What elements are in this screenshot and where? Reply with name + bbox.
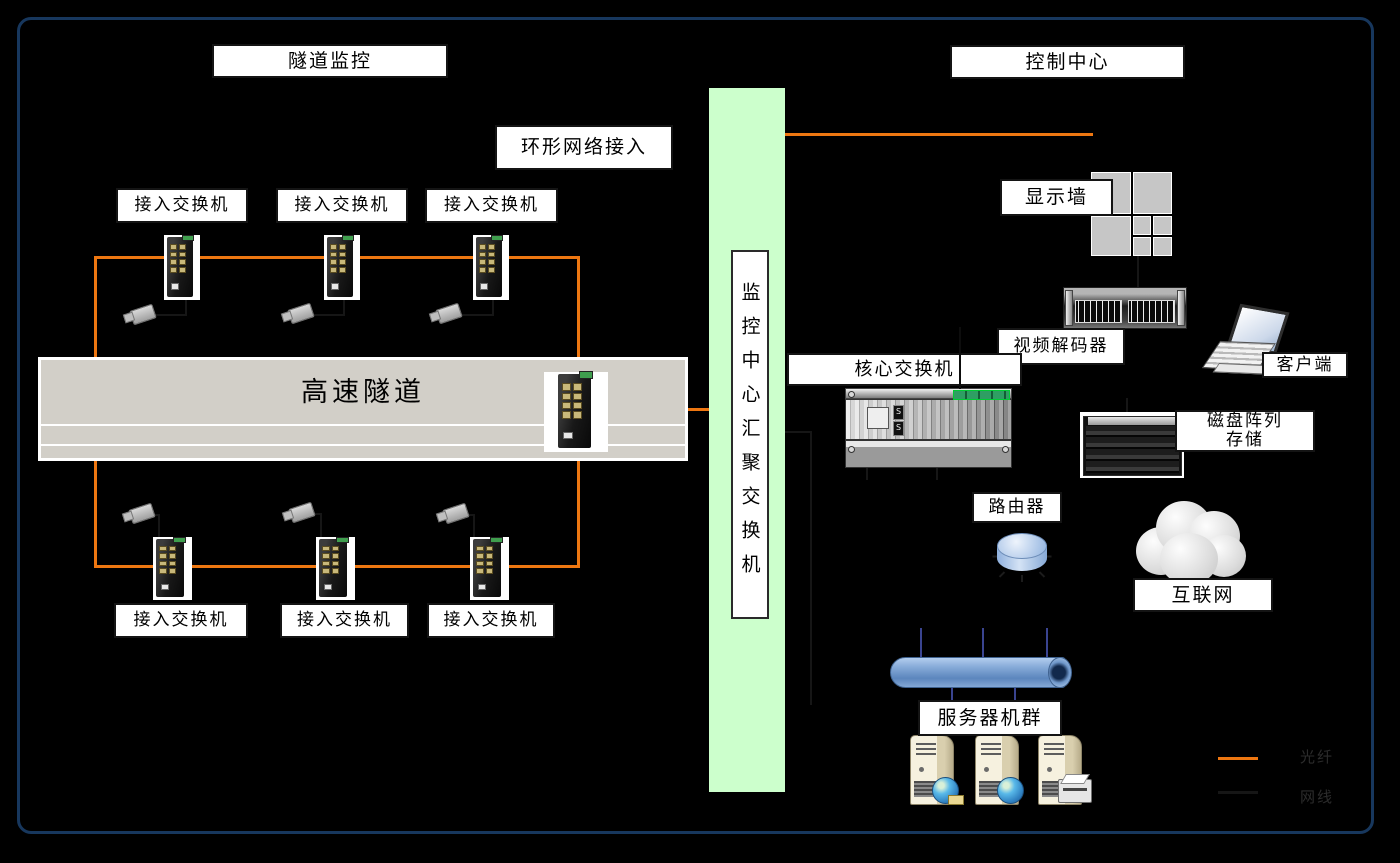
- disk-array-label-text: 磁盘阵列存储: [1207, 411, 1283, 450]
- cable-camera5-v: [320, 513, 322, 538]
- legend-fiber-line-sample: [1218, 757, 1258, 760]
- legend-cable-line-sample: [1218, 791, 1258, 794]
- camera-icon: [281, 501, 316, 524]
- access-switch-device-icon: [153, 536, 192, 600]
- bus-stub-up-2: [982, 628, 984, 658]
- display-wall-label: 显示墙: [1000, 179, 1113, 216]
- video-decoder-device: [1063, 287, 1187, 329]
- access-switch-label-bottom-2: 接入交换机: [280, 603, 409, 638]
- cable-camera4-v: [158, 514, 160, 538]
- tunnel-monitoring-title: 隧道监控: [212, 44, 448, 78]
- aggregation-switch-label: 监控中心汇聚交换机: [731, 250, 769, 619]
- fiber-ring-right-upper: [577, 256, 580, 374]
- client-label: 客户端: [1262, 352, 1348, 378]
- server-tower-icon: [1036, 735, 1092, 807]
- aggregation-switch-bar: 监控中心汇聚交换机: [709, 88, 785, 792]
- bus-stub-up-1: [920, 628, 922, 658]
- globe-icon: [997, 777, 1024, 804]
- access-switch-label-bottom-1: 接入交换机: [114, 603, 248, 638]
- cable-camera1-v: [185, 299, 187, 316]
- camera-icon: [428, 302, 463, 325]
- ring-network-access-label: 环形网络接入: [495, 125, 673, 170]
- access-switch-label-top-1: 接入交换机: [116, 188, 248, 223]
- cable-camera2-v: [343, 299, 345, 316]
- router-icon: [992, 531, 1052, 582]
- cable-camera3-h: [461, 314, 493, 316]
- tunnel-switch-device-icon: [544, 371, 608, 452]
- access-switch-device-icon: [473, 234, 509, 300]
- camera-icon: [122, 303, 157, 326]
- internet-label: 互联网: [1133, 578, 1273, 612]
- fiber-aggregation-to-control: [785, 133, 1093, 136]
- cable-aggregation-down: [810, 431, 812, 705]
- tunnel-lane-line: [41, 444, 685, 446]
- access-switch-label-top-3: 接入交换机: [425, 188, 558, 223]
- server-tower-icon: [908, 735, 964, 807]
- server-bus-cylinder: [890, 657, 1078, 688]
- cable-camera2-h: [312, 314, 344, 316]
- cable-decoder-to-coreswitch: [959, 327, 961, 389]
- disk-array-label: 磁盘阵列存储: [1175, 410, 1315, 452]
- cable-camera1-h: [155, 314, 187, 316]
- camera-icon: [121, 502, 156, 525]
- bus-stub-down-2: [1014, 687, 1016, 702]
- legend-fiber-label: 光纤: [1300, 748, 1335, 766]
- cable-camera5-h: [311, 513, 322, 515]
- control-center-title: 控制中心: [950, 45, 1185, 79]
- printer-icon: [1058, 774, 1092, 803]
- diagram-frame: [17, 17, 1374, 834]
- crates-icon: [948, 795, 964, 805]
- camera-icon: [280, 302, 315, 325]
- tunnel-lane-line: [41, 424, 685, 426]
- fiber-ring-right-lower: [577, 450, 580, 568]
- legend-cable-label: 网线: [1300, 788, 1335, 806]
- access-switch-label-top-2: 接入交换机: [276, 188, 408, 223]
- server-cluster-label: 服务器机群: [918, 700, 1062, 736]
- router-label: 路由器: [972, 492, 1062, 523]
- cable-core-stub-2: [936, 468, 938, 480]
- bus-stub-down-1: [951, 687, 953, 702]
- cable-camera3-v: [492, 299, 494, 316]
- cable-camera6-h: [465, 514, 475, 516]
- access-switch-device-icon: [164, 234, 200, 300]
- highway-tunnel-label: 高速隧道: [301, 377, 425, 408]
- cable-core-stub-1: [866, 468, 868, 480]
- access-switch-label-bottom-3: 接入交换机: [427, 603, 555, 638]
- cable-diskarray-stub: [1126, 398, 1128, 414]
- access-switch-device-icon: [316, 536, 355, 600]
- access-switch-device-icon: [470, 536, 509, 600]
- camera-icon: [435, 502, 470, 525]
- cable-camera6-v: [473, 514, 475, 538]
- internet-cloud-icon: [1136, 497, 1248, 592]
- bus-stub-up-3: [1046, 628, 1048, 658]
- cable-aggregation-to-core-h: [785, 431, 812, 433]
- server-tower-icon: [973, 735, 1029, 807]
- access-switch-device-icon: [324, 234, 360, 300]
- disk-array-device: [1080, 412, 1184, 478]
- core-switch-label: 核心交换机: [787, 353, 1022, 386]
- cable-displaywall-to-decoder: [1137, 253, 1139, 288]
